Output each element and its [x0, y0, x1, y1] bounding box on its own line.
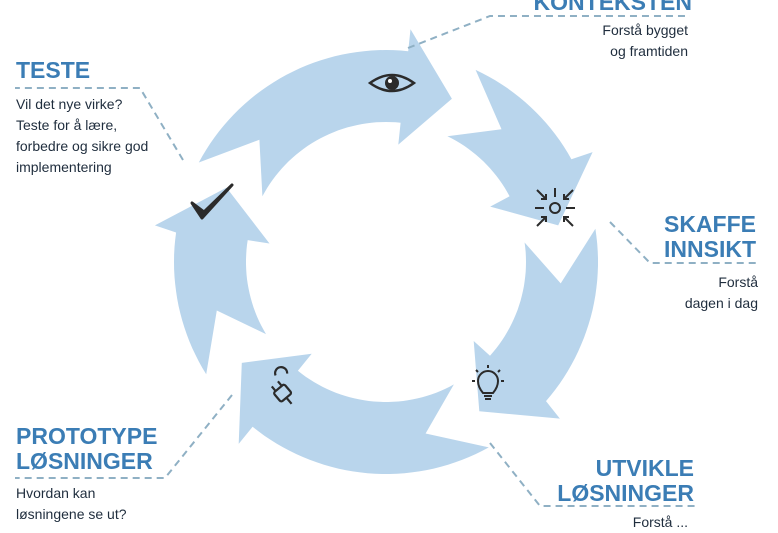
checkmark-icon	[190, 183, 234, 220]
cycle-arrow-segment	[447, 69, 593, 226]
cycle-diagram	[15, 15, 758, 507]
connector-utvikle	[489, 442, 695, 507]
desc-utvikle: Forstå ...	[632, 514, 688, 530]
title-teste: TESTE	[16, 57, 91, 83]
eye-icon	[367, 73, 417, 93]
connector-konteksten	[407, 15, 690, 49]
connector-teste	[15, 87, 184, 161]
title-konteksten: KONTEKSTEN	[533, 0, 692, 15]
focus-arrows-icon	[535, 188, 575, 227]
cycle-arrow-segment	[473, 228, 598, 419]
cycle-arrow-segment	[238, 353, 489, 474]
desc-teste: Vil det nye virke?Teste for å lære,forbe…	[16, 96, 149, 175]
lightbulb-icon	[472, 365, 504, 400]
connector-prototype	[15, 394, 233, 479]
cycle-arrow-segment	[198, 29, 452, 197]
cycle-arrow-segment	[154, 187, 270, 375]
plug-wrench-icon	[270, 366, 293, 405]
